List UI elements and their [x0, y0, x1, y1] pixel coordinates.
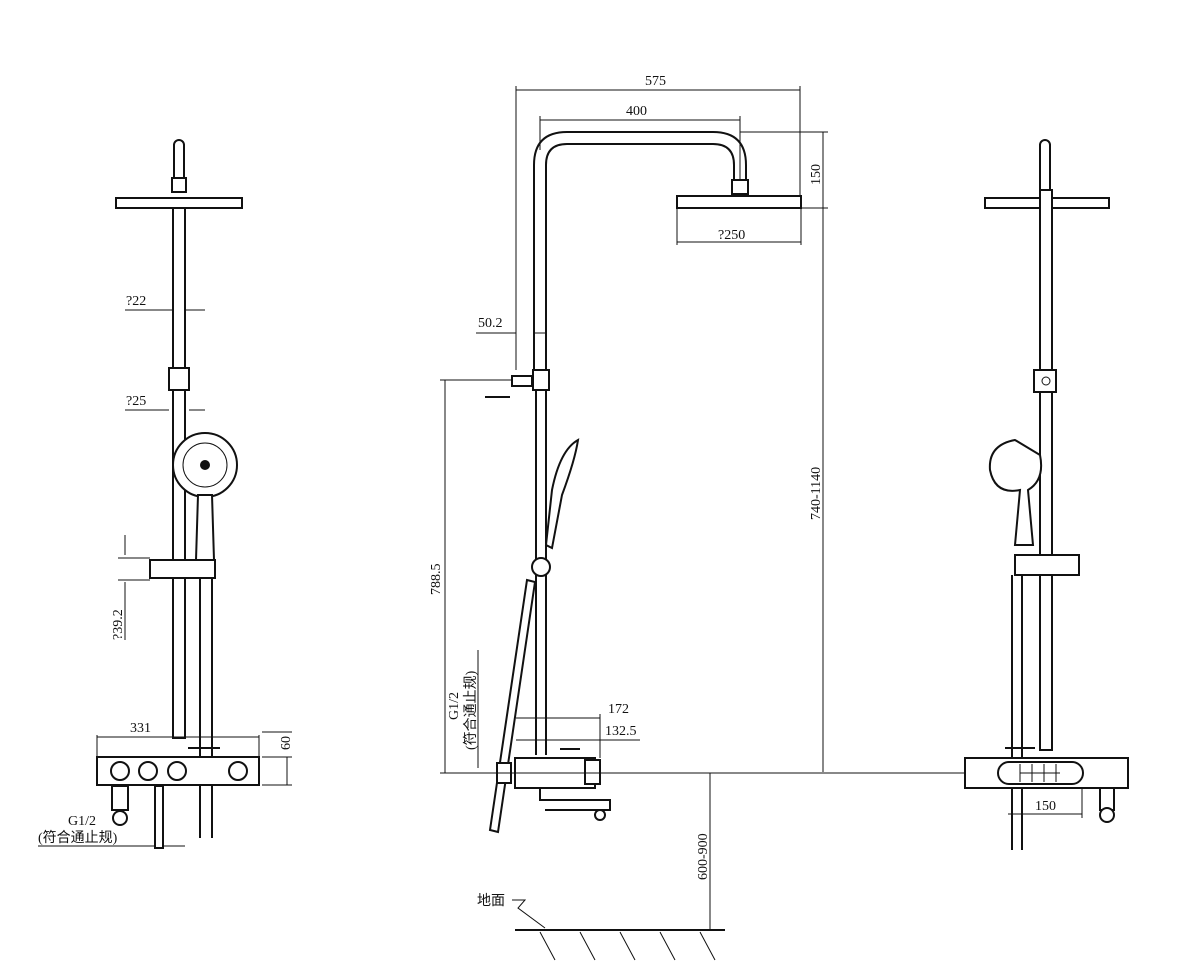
side-overhead-arm — [533, 131, 747, 370]
front-slide-holder — [149, 559, 216, 579]
front-inlet-label: G1/2 — [68, 814, 96, 829]
side-hand-shower — [544, 438, 580, 550]
dim-slider-diameter: ?39.2 — [111, 609, 126, 640]
back-inlet-nut — [1099, 807, 1115, 823]
front-wall-bracket — [168, 367, 190, 391]
side-wall-mount — [511, 375, 533, 387]
dim-inlet-spacing: 150 — [1035, 799, 1056, 814]
back-wall-bracket — [1033, 369, 1057, 393]
front-hand-shower-face — [182, 442, 228, 488]
knob-1 — [110, 761, 130, 781]
front-inlet-connector — [111, 785, 129, 811]
dim-holder-diameter: ?25 — [126, 394, 146, 409]
dim-mixer-body: 132.5 — [605, 724, 637, 739]
side-wall-bracket — [532, 369, 550, 391]
front-inlet-nut — [112, 810, 128, 826]
front-view: ?22 ?25 ?39.2 331 60 G1/2 (符合通止规) — [38, 139, 294, 849]
floor-label: 地面 — [477, 893, 505, 909]
back-overhead-arm — [1039, 139, 1051, 190]
side-overhead-arm-inner — [545, 143, 735, 370]
side-slide-holder — [531, 557, 551, 577]
floor-leader-line — [512, 899, 546, 929]
side-inlet-note: (符合通止规) — [463, 670, 479, 750]
dim-head-drop: 150 — [809, 164, 824, 185]
front-head-joint — [171, 177, 187, 193]
front-rain-head — [115, 197, 243, 209]
side-mixer-knob — [584, 759, 601, 785]
knob-4 — [228, 761, 248, 781]
dim-install-height: 600-900 — [696, 833, 711, 880]
dim-height: 60 — [279, 736, 294, 750]
dim-bracket-height: 788.5 — [429, 564, 444, 596]
dim-wall-offset: 50.2 — [478, 316, 503, 331]
side-head-joint — [731, 179, 749, 195]
front-hand-shower-center — [200, 460, 210, 470]
back-control-grid — [1019, 764, 1060, 782]
dim-head-diameter: ?250 — [718, 228, 745, 243]
front-overhead-arm — [173, 139, 185, 190]
back-bracket-screw — [1041, 376, 1051, 386]
floor-hatching — [539, 931, 716, 961]
dim-rod-diameter: ?22 — [126, 294, 146, 309]
side-inlet-label: G1/2 — [447, 692, 462, 720]
front-outlet-pipe — [154, 785, 164, 849]
dim-arm-length: 400 — [626, 104, 647, 119]
back-inlet-connector — [1099, 787, 1115, 811]
side-rain-head — [676, 195, 802, 209]
dim-rod-height: 740-1140 — [809, 467, 824, 520]
back-hand-shower — [988, 438, 1043, 546]
front-hand-shower-handle — [194, 494, 216, 561]
front-inlet-note: (符合通止规) — [38, 830, 118, 846]
knob-2 — [138, 761, 158, 781]
side-tub-spout — [539, 788, 611, 811]
dim-mixer-depth: 172 — [608, 702, 629, 717]
dim-overall-reach: 575 — [645, 74, 666, 89]
back-slide-holder — [1014, 554, 1080, 576]
back-view: 150 — [964, 139, 1129, 850]
side-spout-outlet — [594, 809, 606, 821]
side-hose — [488, 578, 537, 834]
side-view: 575 400 150 740-1140 ?250 50.2 788.5 G1/… — [429, 74, 1000, 961]
dim-width: 331 — [130, 721, 151, 736]
knob-3 — [167, 761, 187, 781]
